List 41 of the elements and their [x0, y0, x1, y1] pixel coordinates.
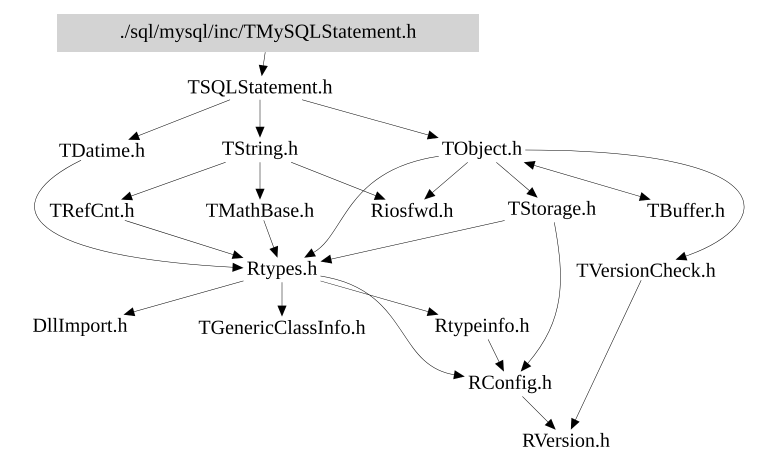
file-label: RVersion.h [522, 432, 610, 448]
file-label: TString.h [222, 140, 298, 160]
arrow [258, 52, 268, 76]
file-label: Rtypeinfo.h [435, 318, 530, 336]
file-label: TVersionCheck.h [576, 262, 716, 278]
arrow [320, 220, 505, 264]
arrow [522, 396, 556, 430]
file-label: DllImport.h [33, 318, 128, 336]
arrow [124, 220, 244, 259]
arrow [290, 162, 386, 200]
file-label: Rtypes.h [247, 260, 318, 280]
arrow [302, 100, 438, 140]
arrow [524, 161, 650, 201]
arrow [124, 280, 244, 316]
file-label: TObject.h [442, 140, 522, 160]
arrow [264, 220, 278, 258]
file-label: TSQLStatement.h [188, 79, 332, 97]
arrow [570, 280, 642, 430]
file-label: TDatime.h [59, 142, 145, 158]
file-label: Riosfwd.h [371, 202, 454, 218]
arrow [128, 100, 230, 140]
file-label: TStorage.h [508, 200, 596, 220]
arrow [278, 282, 286, 316]
file-label: TMathBase.h [206, 202, 314, 218]
file-box: ./sql/mysql/inc/TMySQLStatement.h [57, 14, 479, 52]
arrow [256, 162, 264, 200]
arrow [488, 339, 504, 372]
file-label: RConfig.h [468, 374, 552, 394]
file-label: TRefCnt.h [50, 202, 134, 218]
arrow [320, 280, 438, 316]
file-label: TBuffer.h [647, 202, 725, 218]
arrow [121, 162, 226, 200]
file-label: TGenericClassInfo.h [198, 320, 366, 334]
arrow [256, 100, 264, 138]
arrow [424, 162, 468, 200]
arrow [304, 156, 439, 258]
arrow [34, 160, 244, 272]
arrow [320, 276, 464, 380]
arrow [525, 150, 744, 260]
arrow [496, 162, 538, 198]
arrow [520, 222, 561, 372]
